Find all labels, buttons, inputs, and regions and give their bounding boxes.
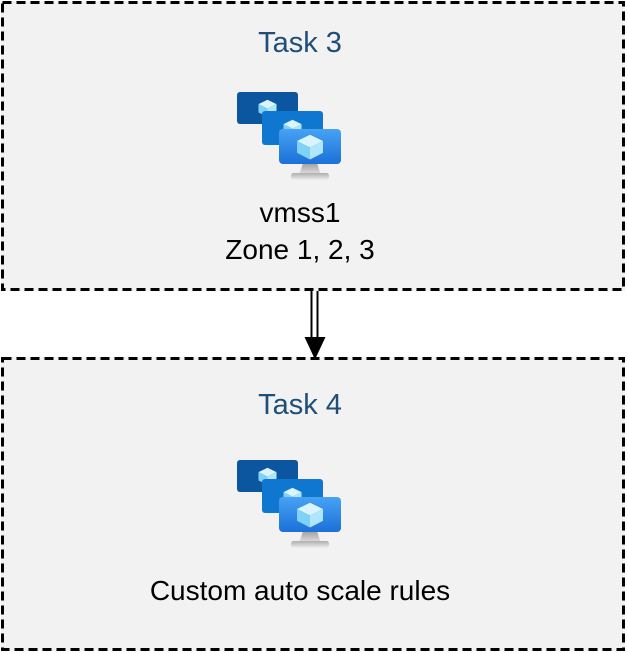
vm-scale-set-icon [236,455,342,554]
task4-labels: Custom auto scale rules [150,572,450,609]
vmss-name-label: vmss1 [259,197,341,228]
autoscale-rules-label: Custom auto scale rules [149,575,451,606]
zones-label: Zone 1, 2, 3 [225,234,375,265]
task4-box: Task 4 Custom auto scale rules [1,357,625,651]
task3-labels: vmss1 Zone 1, 2, 3 [225,194,374,268]
task4-title: Task 4 [258,389,342,421]
vm-scale-set-icon [236,87,342,186]
task3-box: Task 3 vmss1 Zone 1, 2, 3 [1,1,625,291]
down-arrow-connector [304,291,326,360]
task3-title: Task 3 [258,27,342,59]
